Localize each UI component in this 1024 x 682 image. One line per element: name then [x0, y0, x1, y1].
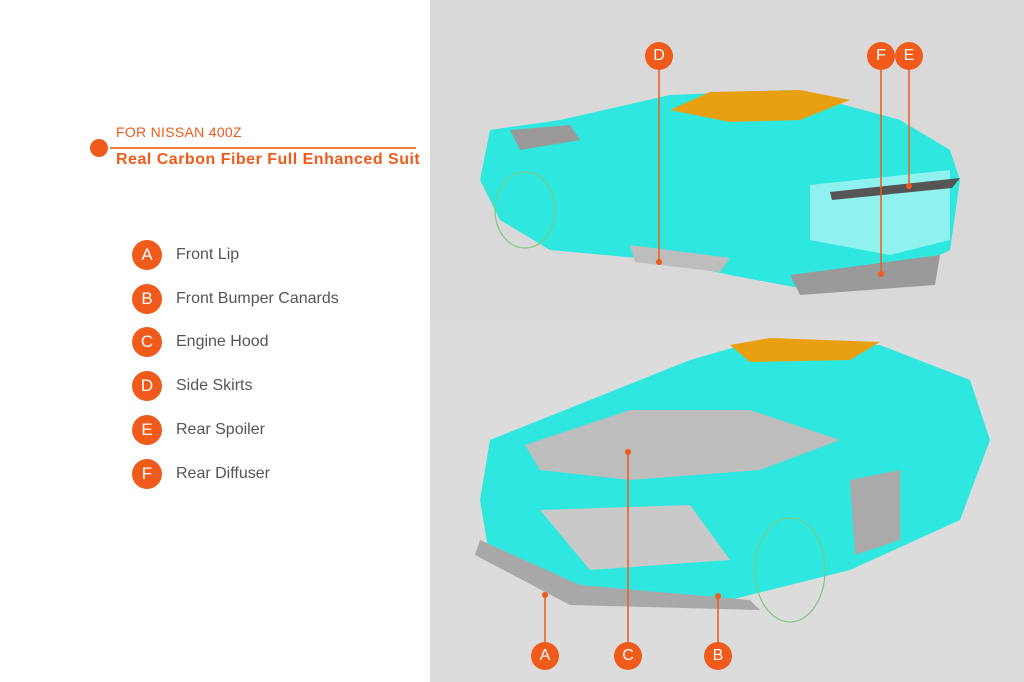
- part-label: Side Skirts: [176, 377, 253, 394]
- part-label: Front Bumper Canards: [176, 290, 339, 307]
- legend-panel: FOR NISSAN 400Z Real Carbon Fiber Full E…: [0, 0, 430, 682]
- marker-f: F: [867, 42, 895, 70]
- marker-b: B: [704, 642, 732, 670]
- rear-view-car: [480, 90, 960, 295]
- subtitle: FOR NISSAN 400Z: [116, 124, 242, 140]
- part-label: Engine Hood: [176, 333, 269, 350]
- part-badge: B: [132, 284, 162, 314]
- part-label: Rear Spoiler: [176, 421, 265, 438]
- part-label: Rear Diffuser: [176, 465, 270, 482]
- marker-a: A: [531, 642, 559, 670]
- part-item: D Side Skirts: [132, 371, 252, 401]
- part-badge: C: [132, 327, 162, 357]
- leader-dots: [542, 183, 912, 599]
- part-item: E Rear Spoiler: [132, 415, 265, 445]
- header-dot: [90, 139, 108, 157]
- part-item: F Rear Diffuser: [132, 459, 270, 489]
- part-item: B Front Bumper Canards: [132, 284, 339, 314]
- divider: [110, 147, 416, 149]
- title: Real Carbon Fiber Full Enhanced Suit: [116, 151, 421, 168]
- part-badge: A: [132, 240, 162, 270]
- part-item: A Front Lip: [132, 240, 239, 270]
- part-label: Front Lip: [176, 246, 240, 263]
- part-badge: E: [132, 415, 162, 445]
- leader-lines: [544, 68, 910, 642]
- marker-e: E: [895, 42, 923, 70]
- part-badge: D: [132, 371, 162, 401]
- marker-d: D: [645, 42, 673, 70]
- marker-c: C: [614, 642, 642, 670]
- car-renders: [430, 68, 1024, 682]
- part-item: C Engine Hood: [132, 327, 269, 357]
- car-render-panel: D F E A C B: [430, 0, 1024, 682]
- part-badge: F: [132, 459, 162, 489]
